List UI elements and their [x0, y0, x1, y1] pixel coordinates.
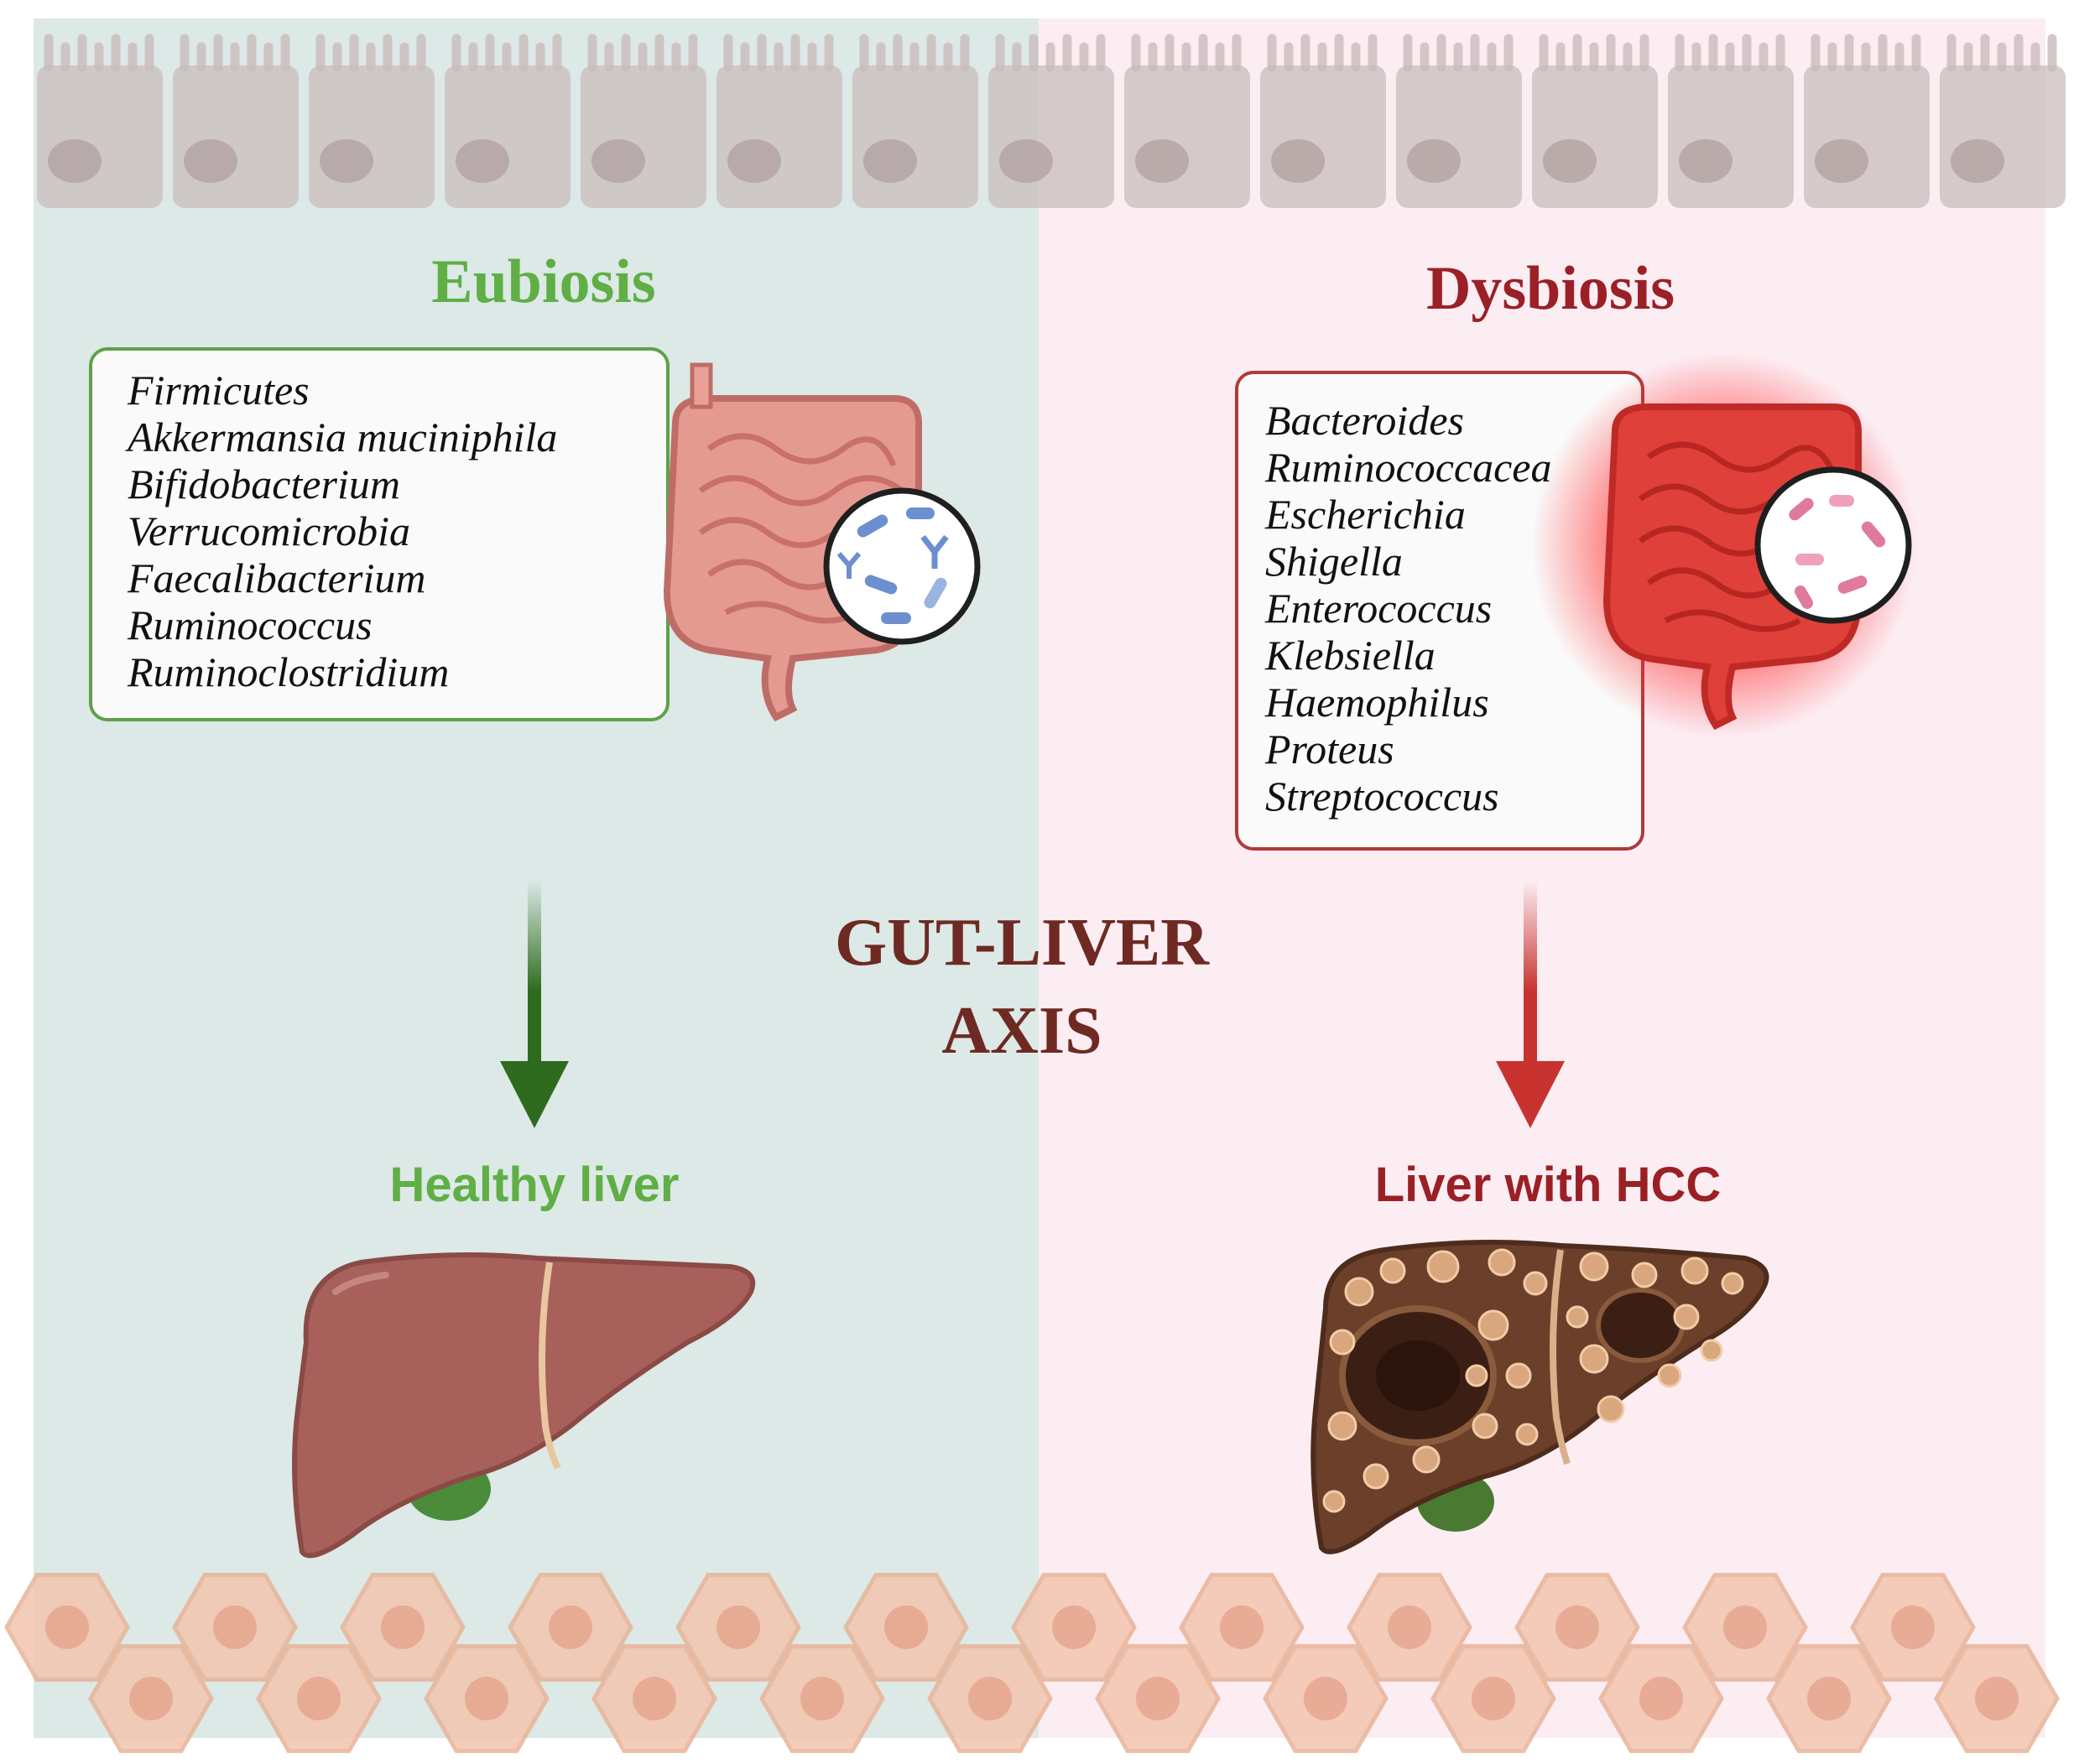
bacteria-name: Proteus: [1264, 726, 1394, 773]
bacteria-name: Klebsiella: [1264, 632, 1436, 679]
hepatocyte-cell: [1514, 1573, 1640, 1682]
tumor-nodule: [1344, 1277, 1374, 1307]
tumor-nodule: [1673, 1303, 1700, 1330]
epithelial-cell: [988, 34, 1114, 208]
tumor-nodule: [1597, 1395, 1625, 1423]
epithelial-cell: [1396, 34, 1522, 208]
hepatocyte-cell: [927, 1644, 1053, 1753]
tumor-nodule: [1488, 1248, 1516, 1277]
hepatocyte-cell: [1179, 1573, 1305, 1682]
hepatocyte-cell: [759, 1644, 885, 1753]
tumor-nodule: [1523, 1271, 1548, 1296]
tumor-nodule: [1515, 1423, 1539, 1446]
gut-liver-axis-line2: AXIS: [941, 994, 1102, 1068]
tumor-nodule: [1477, 1309, 1509, 1341]
tumor-nodule: [1657, 1363, 1682, 1388]
epithelial-cell: [1668, 34, 1794, 208]
tumor-nodule: [1579, 1251, 1609, 1282]
bacteria-name: Shigella: [1265, 538, 1403, 585]
hepatocyte-cell: [340, 1573, 466, 1682]
dysbiosis-title: Dysbiosis: [1426, 254, 1675, 323]
healthy-liver-icon: [292, 1252, 756, 1558]
epithelial-cell: [581, 34, 706, 208]
pathogen-magnifier-icon: [1754, 466, 1912, 624]
tumor-nodule: [1379, 1257, 1406, 1284]
hepatocyte-cell: [1682, 1573, 1808, 1682]
bacteria-name: Bifidobacterium: [128, 461, 400, 507]
hepatocyte-cell: [1095, 1644, 1221, 1753]
hepatocyte-cell: [1263, 1644, 1389, 1753]
tumor-nodule: [1566, 1305, 1589, 1329]
tumor-nodule: [1700, 1339, 1723, 1362]
tumor-nodule: [1505, 1362, 1532, 1389]
bacteria-name: Ruminococcacea: [1264, 444, 1552, 491]
tumor-nodule: [1329, 1329, 1356, 1356]
gut-liver-axis-line1: GUT-LIVER: [835, 906, 1210, 980]
bacteria-name: Akkermansia muciniphila: [125, 414, 557, 461]
epithelial-cell: [1532, 34, 1658, 208]
hepatocyte-cell: [172, 1573, 298, 1682]
epithelial-cell: [309, 34, 435, 208]
hepatocyte-cell: [1934, 1644, 2060, 1753]
dysbiosis-bacteria-list: BacteroidesRuminococcaceaEscherichiaShig…: [1264, 397, 1552, 820]
eubiosis-to-healthy-arrow: [500, 881, 569, 1128]
epithelial-cell: [716, 34, 842, 208]
tumor-nodule: [1721, 1272, 1744, 1295]
hepatocyte-cell: [1011, 1573, 1137, 1682]
hepatocyte-cell: [508, 1573, 633, 1682]
hepatocytes-icon: [4, 1573, 2060, 1753]
eubiosis-title: Eubiosis: [431, 247, 655, 316]
intestine-icon: [663, 362, 922, 722]
microbe-magnifier-icon: [823, 487, 981, 645]
bacteria-name: Ruminoclostridium: [127, 648, 449, 695]
hepatocyte-cell: [88, 1644, 214, 1753]
bacteria-name: Streptococcus: [1265, 773, 1499, 820]
tumor-nodule: [1631, 1262, 1658, 1288]
tumor-nodule: [1579, 1344, 1609, 1374]
hepatocyte-cell: [256, 1644, 382, 1753]
bacteria-name: Bacteroides: [1265, 397, 1464, 444]
tumor-nodule: [1412, 1445, 1441, 1474]
hepatocyte-cell: [843, 1573, 969, 1682]
dysbiosis-to-hcc-arrow: [1496, 881, 1565, 1128]
hcc-liver-icon: [1310, 1240, 1769, 1554]
tumor-nodule: [1363, 1463, 1389, 1490]
epithelial-cell: [1804, 34, 1930, 208]
hepatocyte-cell: [4, 1573, 130, 1682]
bacteria-name: Escherichia: [1264, 491, 1466, 538]
bacteria-name: Firmicutes: [127, 367, 310, 414]
tumor-nodule: [1327, 1411, 1357, 1441]
hepatocyte-cell: [1766, 1644, 1892, 1753]
bacteria-name: Verrucomicrobia: [128, 507, 410, 554]
hepatocyte-cell: [1347, 1573, 1472, 1682]
hcc-liver-label: Liver with HCC: [1375, 1158, 1722, 1212]
hepatocyte-cell: [1850, 1573, 1976, 1682]
epithelial-cell: [1260, 34, 1386, 208]
tumor-nodule: [1472, 1413, 1498, 1439]
hepatocyte-cell: [591, 1644, 717, 1753]
healthy-liver-label: Healthy liver: [390, 1158, 680, 1212]
tumor-nodule: [1426, 1250, 1460, 1283]
epithelial-cell: [173, 34, 299, 208]
epithelial-cell: [37, 34, 163, 208]
epithelial-cell: [1124, 34, 1250, 208]
epithelial-cells-icon: [37, 34, 2066, 208]
epithelial-cell: [445, 34, 571, 208]
bacteria-name: Haemophilus: [1264, 679, 1489, 726]
epithelial-cell: [1940, 34, 2066, 208]
bacteria-name: Enterococcus: [1264, 585, 1492, 632]
bacteria-name: Faecalibacterium: [127, 554, 425, 601]
tumor-nodule: [1680, 1257, 1709, 1285]
hepatocyte-cell: [424, 1644, 550, 1753]
epithelial-cell: [852, 34, 978, 208]
bacteria-name: Ruminococcus: [127, 601, 373, 648]
hepatocyte-cell: [1598, 1644, 1724, 1753]
hepatocyte-cell: [675, 1573, 801, 1682]
tumor-nodule: [1465, 1364, 1488, 1387]
tumor-nodule: [1322, 1490, 1346, 1513]
hepatocyte-cell: [1430, 1644, 1556, 1753]
